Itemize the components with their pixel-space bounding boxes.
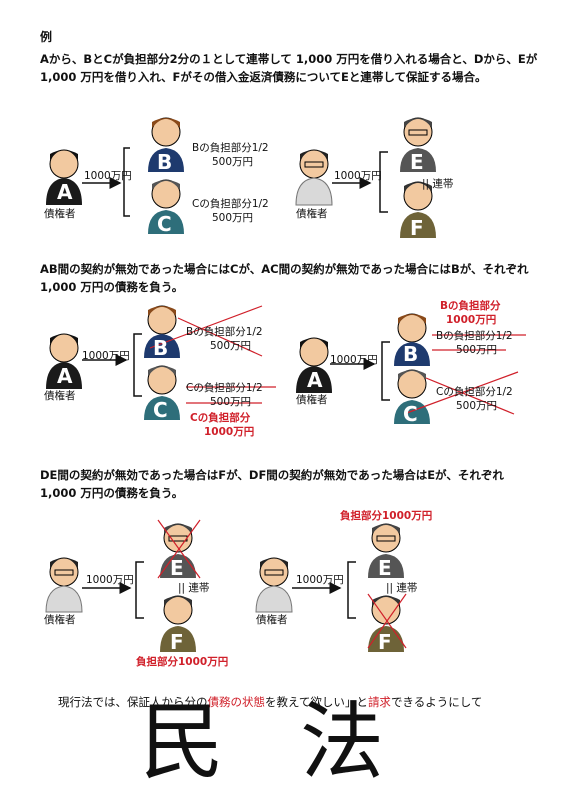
bottom-sentence: 現行法では、保証人から分の債務の状態を教えて欲しい」と請求できるようにして — [58, 694, 482, 710]
person-d-icon — [255, 557, 293, 613]
letter-e: E — [378, 556, 392, 580]
stamp-char-hou: 法 — [300, 693, 385, 791]
bottom-post: できるようにして — [390, 695, 483, 709]
diagram2-right — [296, 313, 526, 424]
c-share-label: Cの負担部分1/2 — [436, 386, 513, 398]
person-b-icon — [148, 117, 184, 172]
letter-c: C — [153, 398, 168, 422]
creditor-label: 債権者 — [256, 614, 288, 626]
half-amount-label: 500万円 — [210, 396, 252, 408]
example-heading: 例 — [40, 30, 53, 44]
creditor-label: 債権者 — [44, 208, 76, 220]
share-1000-label: 負担部分1000万円 — [136, 656, 229, 668]
c-share-label: Cの負担部分1/2 — [186, 382, 263, 394]
bottom-red1: 債務の状態 — [207, 695, 266, 709]
share-1000-label: 負担部分1000万円 — [340, 510, 433, 522]
joint-label: || 連帯 — [386, 582, 418, 594]
person-c-icon — [394, 369, 430, 424]
person-f-icon — [160, 595, 196, 652]
person-d-icon — [295, 149, 333, 206]
joint-text: 連帯 — [188, 582, 210, 594]
letter-e: E — [170, 556, 184, 580]
letter-f: F — [170, 630, 184, 654]
diagram2-left — [46, 305, 276, 420]
letter-b: B — [153, 336, 169, 360]
creditor-label: 債権者 — [296, 394, 328, 406]
bottom-mid2: を教えて欲しい — [265, 695, 345, 709]
b-share-red-label: Bの負担部分 — [440, 300, 501, 312]
letter-a: A — [57, 364, 73, 388]
bottom-red2: 請求 — [367, 695, 391, 709]
person-e-icon — [400, 117, 436, 172]
letter-b: B — [403, 342, 419, 366]
letter-a: A — [57, 180, 73, 204]
person-c-icon — [148, 179, 184, 234]
amount-label: 1000万円 — [296, 574, 344, 586]
half-amount-label: 500万円 — [456, 400, 498, 412]
amount-label: 1000万円 — [82, 350, 130, 362]
person-a-icon — [296, 337, 332, 393]
letter-a: A — [307, 368, 323, 392]
joint-text: 連帯 — [396, 582, 418, 594]
person-a-icon — [46, 333, 82, 389]
full-amount-red: 1000万円 — [204, 426, 255, 438]
amount-label: 1000万円 — [330, 354, 378, 366]
creditor-label: 債権者 — [44, 390, 76, 402]
diagram1-right — [295, 117, 436, 238]
diagram1-left — [46, 117, 184, 234]
half-amount-label: 500万円 — [456, 344, 498, 356]
joint-text: 連帯 — [432, 178, 454, 190]
letter-e: E — [410, 150, 424, 174]
joint-label: || 連帯 — [178, 582, 210, 594]
b-share-label: Bの負担部分1/2 — [192, 142, 269, 154]
half-amount-label: 500万円 — [212, 212, 254, 224]
diagram3-left — [45, 519, 201, 652]
bottom-pre: 現行法では、保証人から — [58, 695, 185, 709]
amount-label: 1000万円 — [84, 170, 132, 182]
amount-label: 1000万円 — [334, 170, 382, 182]
person-d-icon — [45, 557, 83, 613]
person-e-icon — [368, 523, 404, 578]
person-b-icon — [394, 313, 430, 366]
creditor-label: 債権者 — [296, 208, 328, 220]
letter-c: C — [157, 212, 172, 236]
person-c-icon — [144, 365, 180, 420]
person-f-icon — [400, 181, 436, 238]
amount-label: 1000万円 — [86, 574, 134, 586]
diagram3-right — [255, 523, 407, 652]
bottom-mid1: 分の — [184, 695, 208, 709]
bottom-mid3: 」と — [344, 695, 368, 709]
half-amount-label: 500万円 — [210, 340, 252, 352]
section2-paragraph: AB間の契約が無効であった場合にはCが、AC間の契約が無効であった場合にはBが、… — [40, 262, 529, 294]
c-share-label: Cの負担部分1/2 — [192, 198, 269, 210]
creditor-label: 債権者 — [44, 614, 76, 626]
stamp-char-min: 民 — [140, 693, 225, 791]
b-share-label: Bの負担部分1/2 — [186, 326, 263, 338]
letter-c: C — [403, 402, 418, 426]
full-amount-red: 1000万円 — [446, 314, 497, 326]
section3-paragraph: DE間の契約が無効であった場合はFが、DF間の契約が無効であった場合はEが、それ… — [40, 468, 504, 500]
c-share-red-label: Cの負担部分 — [190, 412, 251, 424]
intro-paragraph: Aから、BとCが負担部分2分の１として連帯して 1,000 万円を借り入れる場合… — [40, 52, 538, 84]
half-amount-label: 500万円 — [212, 156, 254, 168]
joint-label: || 連帯 — [422, 178, 454, 190]
person-a-icon — [46, 149, 82, 205]
letter-f: F — [410, 216, 424, 240]
letter-f: F — [378, 630, 392, 654]
letter-b: B — [157, 150, 173, 174]
b-share-label: Bの負担部分1/2 — [436, 330, 513, 342]
